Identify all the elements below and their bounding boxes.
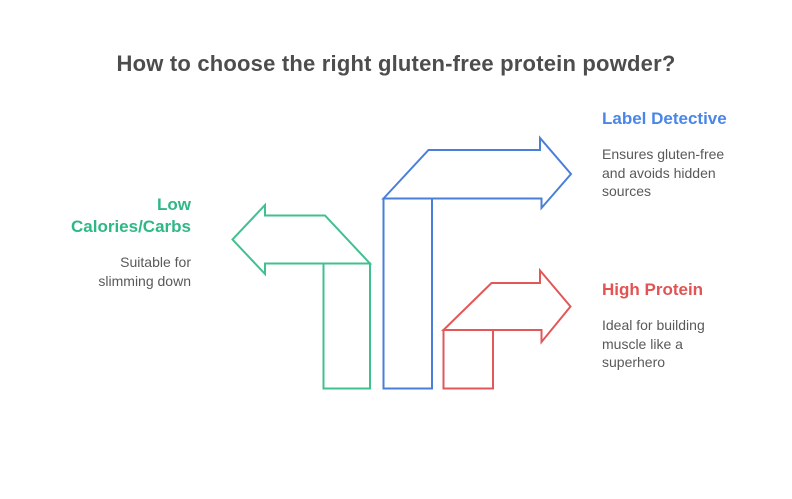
section-description: Ideal for building muscle like a superhe… [602,317,705,370]
page-title: How to choose the right gluten-free prot… [116,51,676,76]
section-label: High Protein [602,280,704,299]
red-arrow-outline [441,267,572,345]
blue-arrow-outline [381,135,573,211]
blue-arrow-column [382,197,433,390]
red-arrow-right [441,267,572,390]
red-arrow-column [442,329,494,390]
section-high-protein: High Protein Ideal for building muscle l… [602,279,772,372]
section-label-detective: Label Detective Ensures gluten-free and … [602,108,772,201]
section-low-calories-carbs: Low Calories/Carbs Suitable for slimming… [31,194,191,290]
section-label: Low Calories/Carbs [71,195,191,236]
section-description: Ensures gluten-free and avoids hidden so… [602,146,725,199]
green-arrow-column [322,262,371,390]
blue-arrow-right [381,135,573,390]
green-arrow-outline [231,202,373,277]
section-label: Label Detective [602,109,727,128]
section-description: Suitable for slimming down [98,254,191,289]
green-arrow-left [231,202,373,390]
